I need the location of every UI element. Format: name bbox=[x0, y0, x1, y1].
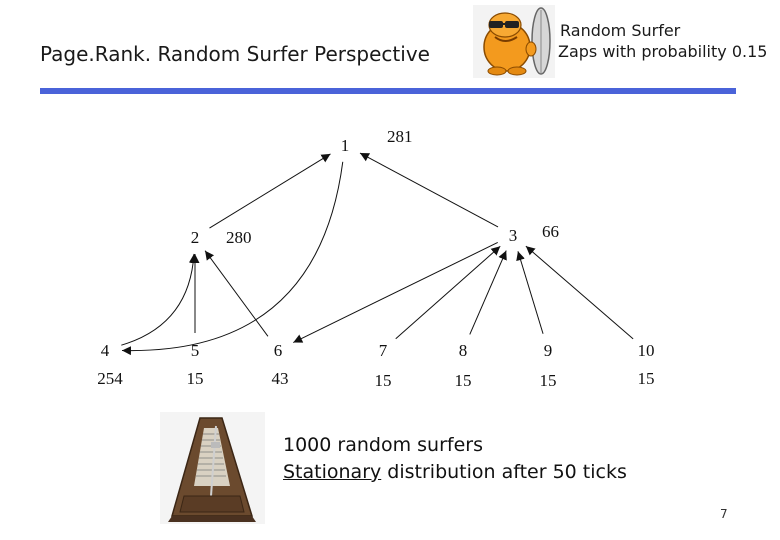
node-1-label: 1 bbox=[341, 136, 350, 155]
node-4-label: 4 bbox=[101, 341, 110, 360]
caption-stationary: Stationary bbox=[283, 461, 382, 483]
node-9-count: 15 bbox=[540, 371, 557, 390]
node-8-count: 15 bbox=[455, 371, 472, 390]
edge-8-to-3 bbox=[469, 250, 507, 335]
node-2-count: 280 bbox=[226, 228, 252, 247]
node-4-count: 254 bbox=[97, 369, 123, 388]
edge-10-to-3 bbox=[525, 245, 634, 340]
metronome-icon bbox=[160, 412, 265, 524]
node-1-count: 281 bbox=[387, 127, 413, 146]
node-7-label: 7 bbox=[379, 341, 388, 360]
title-divider bbox=[40, 88, 736, 94]
node-8-label: 8 bbox=[459, 341, 468, 360]
node-5-count: 15 bbox=[187, 369, 204, 388]
node-10-label: 10 bbox=[638, 341, 655, 360]
node-6-count: 43 bbox=[272, 369, 289, 388]
node-2-label: 2 bbox=[191, 228, 200, 247]
edge-9-to-3 bbox=[516, 251, 544, 334]
node-10-count: 15 bbox=[638, 369, 655, 388]
edge-6-to-2 bbox=[204, 250, 269, 337]
node-9-label: 9 bbox=[544, 341, 553, 360]
slide-title: Page.Rank. Random Surfer Perspective bbox=[40, 42, 430, 66]
edge-4-to-2 bbox=[121, 253, 198, 346]
edge-3-to-6 bbox=[293, 242, 498, 343]
caption-line2-rest: distribution after 50 ticks bbox=[381, 461, 627, 483]
node-3-count: 66 bbox=[542, 222, 559, 241]
node-7-count: 15 bbox=[375, 371, 392, 390]
edge-2-to-1 bbox=[209, 153, 331, 229]
caption-line2: Stationary distribution after 50 ticks bbox=[283, 459, 627, 486]
zap-note-line1: Random Surfer bbox=[560, 21, 681, 40]
node-5-label: 5 bbox=[191, 341, 200, 360]
surfer-mascot-icon bbox=[473, 5, 555, 78]
edge-3-to-1 bbox=[359, 152, 499, 228]
edge-1-to-4 bbox=[121, 161, 344, 356]
edge-7-to-3 bbox=[395, 245, 501, 340]
node-3-label: 3 bbox=[509, 226, 518, 245]
page-number: 7 bbox=[720, 507, 728, 521]
zap-note-line2: Zaps with probability 0.15 bbox=[558, 42, 768, 61]
zap-note: Random Surfer Zaps with probability 0.15 bbox=[558, 20, 767, 62]
caption: 1000 random surfers Stationary distribut… bbox=[283, 432, 627, 486]
caption-line1: 1000 random surfers bbox=[283, 434, 483, 456]
node-6-label: 6 bbox=[274, 341, 283, 360]
